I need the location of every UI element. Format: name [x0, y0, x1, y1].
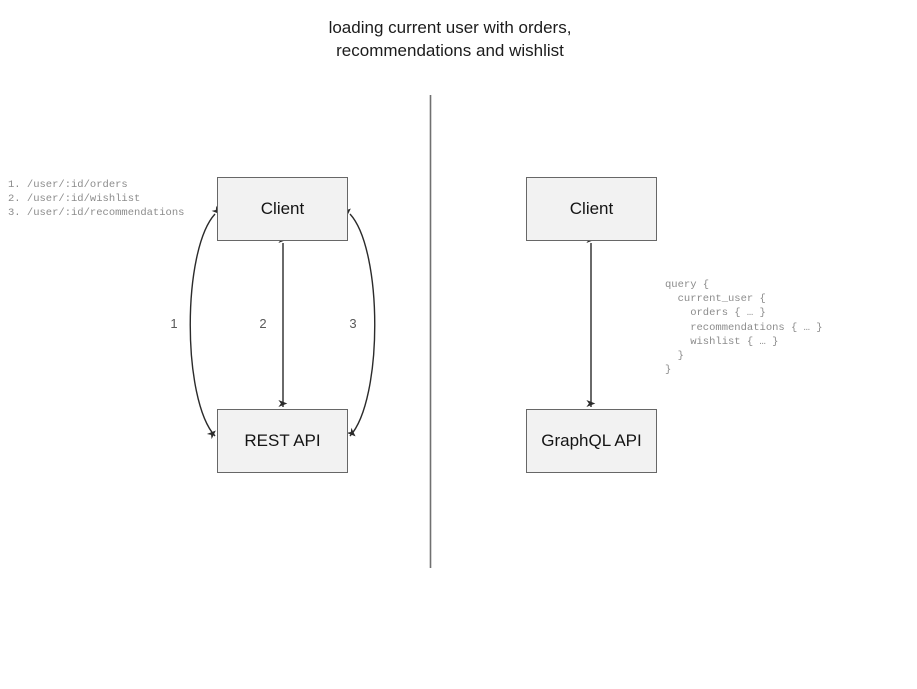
node-graphql-api[interactable]: GraphQL API — [526, 409, 657, 473]
edge-1-path — [189, 205, 221, 440]
edge-label-1: 1 — [170, 316, 178, 331]
graphql-query-text: query { current_user { orders { … } reco… — [665, 279, 823, 377]
node-rest-api[interactable]: REST API — [217, 409, 348, 473]
edge-label-3: 3 — [349, 316, 357, 331]
page-title: loading current user with orders, recomm… — [328, 18, 572, 60]
rest-endpoint-list: 1. /user/:id/orders 2. /user/:id/wishlis… — [8, 179, 185, 220]
edge-3-path — [341, 208, 376, 437]
node-client-rest[interactable]: Client — [217, 177, 348, 241]
edge-label-2: 2 — [259, 316, 267, 331]
node-client-graphql[interactable]: Client — [526, 177, 657, 241]
